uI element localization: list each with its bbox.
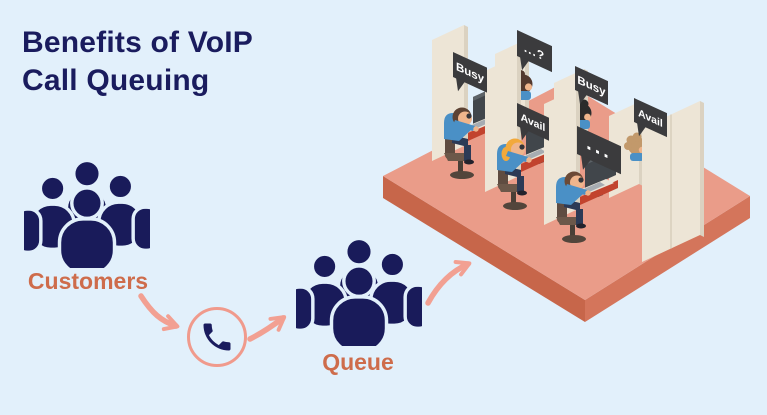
call-center-scene: Busy ...? Busy Avail <box>383 25 750 322</box>
title-line-2: Call Queuing <box>22 64 210 97</box>
status-bubbles: Busy ...? Busy Avail <box>453 30 667 175</box>
arrow-phone-to-queue <box>247 315 287 342</box>
customers-label: Customers <box>27 268 149 294</box>
speech-bubble-avail-1: Avail <box>517 103 549 141</box>
phone-icon <box>187 307 247 367</box>
desk <box>580 180 618 205</box>
speech-bubble-busy-1: Busy <box>453 52 487 93</box>
end-wall <box>642 101 704 262</box>
cubicle-wall <box>609 102 639 198</box>
arrow-customers-to-phone <box>138 293 180 332</box>
queue-label: Queue <box>322 349 394 375</box>
customers-group-icon <box>24 158 150 268</box>
speech-bubble-busy-2: Busy <box>575 66 608 106</box>
speech-bubble-avail-2: Avail <box>634 98 667 138</box>
queue-group-icon <box>296 236 422 346</box>
page-title: Benefits of VoIP Call Queuing <box>22 24 253 100</box>
speech-bubble-question: ...? <box>517 30 552 73</box>
title-line-1: Benefits of VoIP <box>22 26 253 59</box>
arrow-queue-to-callcenter <box>425 260 472 306</box>
